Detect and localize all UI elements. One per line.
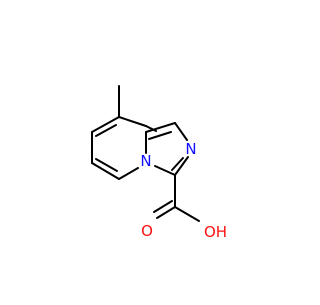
bond-c8a-c1-inner [148, 131, 172, 140]
bond-c6-c5 [91, 162, 120, 180]
bond-c3-n4 [154, 165, 176, 176]
molecule-drawing: N N O OH [91, 85, 227, 241]
ring-nitrogen-label: N [140, 152, 151, 170]
bond-c1-n2 [174, 122, 188, 141]
bond-lines [91, 85, 200, 222]
bond-c8-c7 [91, 116, 120, 133]
carbonyl-oxygen-label: O [141, 222, 153, 240]
bond-c8a-c1 [145, 122, 176, 133]
bond-c8-c7-inner [95, 124, 117, 137]
bond-co-lower [153, 200, 173, 213]
bond-co-upper [156, 206, 176, 219]
bond-n2-c3-inner [171, 157, 184, 171]
bond-c8a-c8 [118, 116, 147, 127]
bond-c-oh [174, 206, 200, 222]
bond-c6-c5-inner [95, 158, 118, 172]
bond-n2-c3 [174, 156, 189, 176]
structure-canvas: N N O OH [91, 85, 227, 241]
bond-c5-n [118, 167, 139, 180]
imine-nitrogen-label: N [185, 140, 196, 158]
hydroxyl-label: OH [204, 223, 227, 241]
